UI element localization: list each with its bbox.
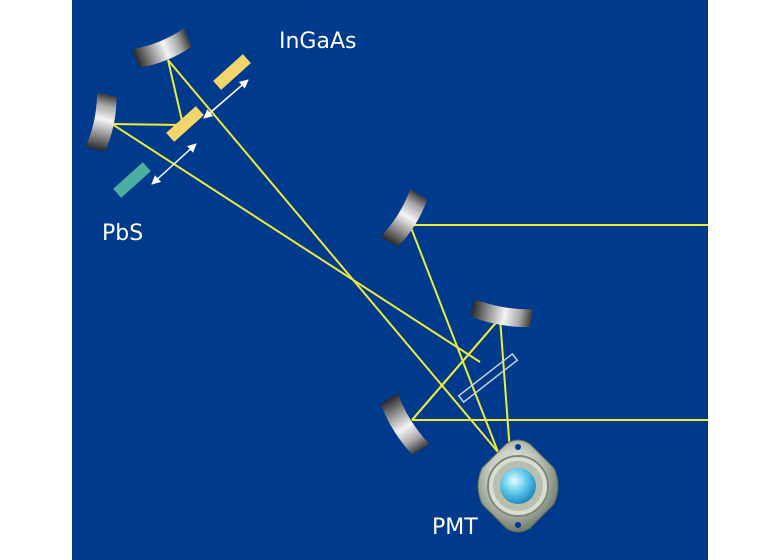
mirror-right-top <box>470 298 534 328</box>
light-beams <box>111 59 708 453</box>
mirror-left <box>85 92 117 152</box>
diagram-background <box>72 0 708 560</box>
beam-top-mirror-to-pmt <box>499 317 511 453</box>
ingaas-move-arrow <box>203 79 249 119</box>
mirror-upper-right <box>380 188 428 248</box>
pmt-window <box>500 468 536 504</box>
pbs-move-arrow <box>151 143 197 185</box>
beam-top-mirror-to-lower-mirror-cross <box>411 317 501 421</box>
beam-splitter-plate <box>457 352 519 404</box>
beam-to-ingaas-mirror <box>167 59 499 453</box>
beam-pbs-mirror-to-detector <box>111 123 184 126</box>
pmt-label: PMT <box>432 515 478 540</box>
ingaas-label: InGaAs <box>279 29 356 54</box>
pbs-detector <box>113 162 151 198</box>
pbs-label: PbS <box>102 221 143 246</box>
beam-ingaas-mirror-to-detector <box>167 59 184 126</box>
mirror-top-left <box>132 28 192 68</box>
mirror-lower-left <box>380 393 430 455</box>
beam-upper-mirror-to-pmt <box>409 224 499 453</box>
pmt-detector <box>477 439 559 533</box>
ingaas-detector-front <box>166 106 204 142</box>
